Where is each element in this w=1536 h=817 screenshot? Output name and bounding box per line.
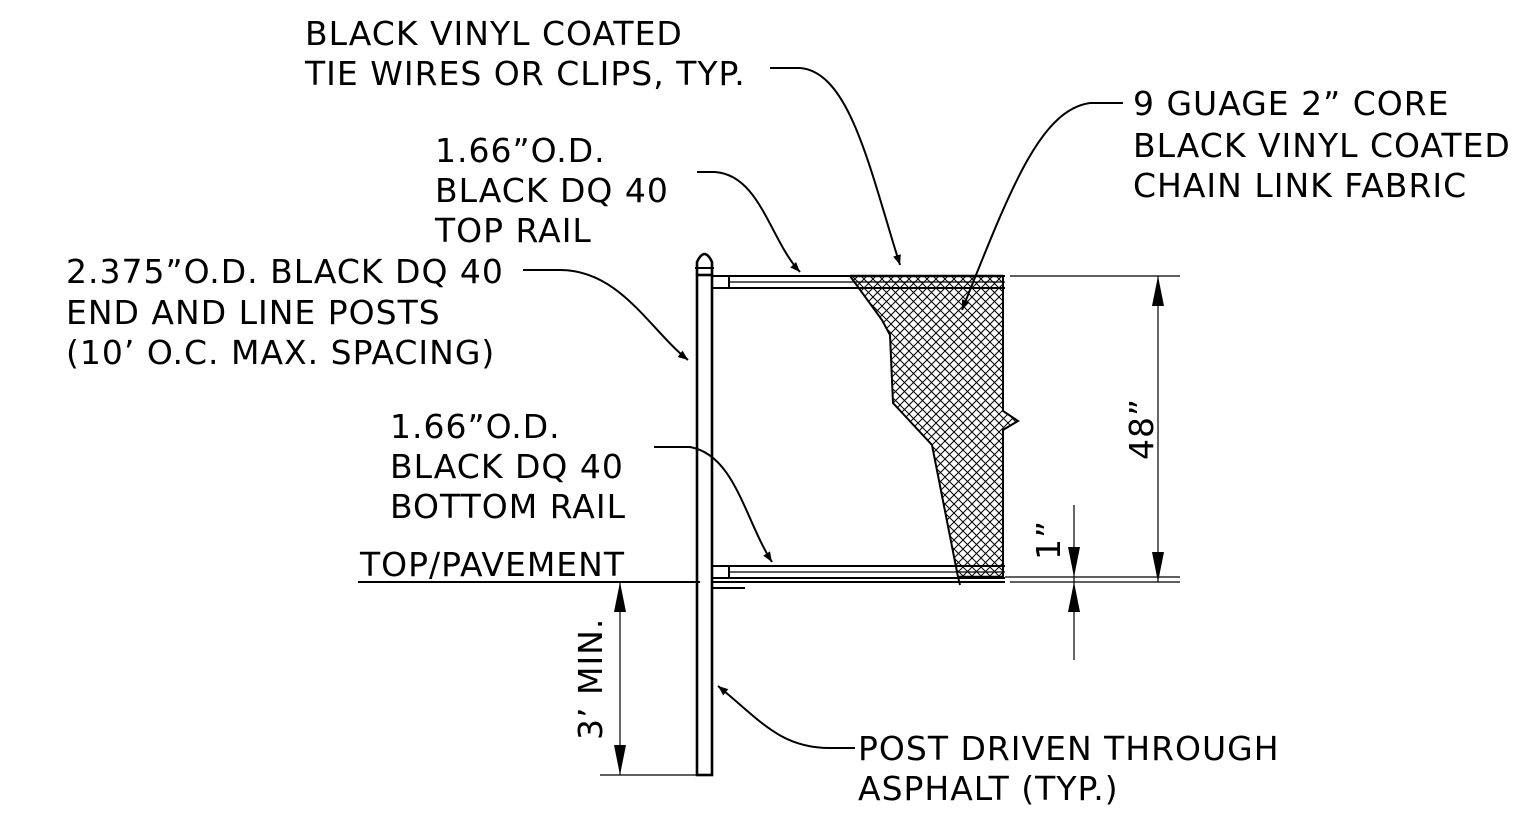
svg-text:BLACK VINYL COATED: BLACK VINYL COATED xyxy=(305,14,683,53)
dimension-1 xyxy=(1005,505,1180,660)
svg-text:CHAIN LINK FABRIC: CHAIN LINK FABRIC xyxy=(1133,166,1467,205)
label-top-rail: 1.66”O.D. BLACK DQ 40 TOP RAIL xyxy=(434,131,669,250)
label-post-driven: POST DRIVEN THROUGH ASPHALT (TYP.) xyxy=(858,729,1280,808)
dimension-3-min-label: 3’ MIN. xyxy=(571,618,610,740)
label-top-pavement: TOP/PAVEMENT xyxy=(359,545,625,584)
svg-text:BLACK VINYL COATED: BLACK VINYL COATED xyxy=(1133,126,1511,165)
dimension-48-label: 48” xyxy=(1122,398,1161,460)
svg-text:BOTTOM RAIL: BOTTOM RAIL xyxy=(390,487,626,526)
svg-text:ASPHALT (TYP.): ASPHALT (TYP.) xyxy=(858,769,1119,808)
label-posts: 2.375”O.D. BLACK DQ 40 END AND LINE POST… xyxy=(66,252,504,372)
chain-link-fabric xyxy=(848,275,1020,578)
dimension-1-label: 1” xyxy=(1029,520,1068,560)
svg-text:9 GUAGE 2” CORE: 9 GUAGE 2” CORE xyxy=(1133,84,1450,123)
label-bottom-rail: 1.66”O.D. BLACK DQ 40 BOTTOM RAIL xyxy=(390,407,626,526)
svg-text:POST DRIVEN THROUGH: POST DRIVEN THROUGH xyxy=(858,729,1280,768)
svg-text:BLACK DQ 40: BLACK DQ 40 xyxy=(390,447,624,486)
svg-text:(10’ O.C. MAX. SPACING): (10’ O.C. MAX. SPACING) xyxy=(66,333,495,372)
dimension-3-min xyxy=(600,582,697,776)
svg-text:BLACK DQ 40: BLACK DQ 40 xyxy=(435,171,669,210)
leaders xyxy=(523,67,1123,749)
label-fabric: 9 GUAGE 2” CORE BLACK VINYL COATED CHAIN… xyxy=(1133,84,1511,205)
svg-text:END AND LINE POSTS: END AND LINE POSTS xyxy=(66,293,441,332)
svg-text:1.66”O.D.: 1.66”O.D. xyxy=(390,407,561,446)
svg-text:2.375”O.D. BLACK DQ 40: 2.375”O.D. BLACK DQ 40 xyxy=(66,252,504,291)
svg-text:TOP RAIL: TOP RAIL xyxy=(434,211,592,250)
line-post xyxy=(695,252,730,777)
dimension-48 xyxy=(1010,275,1180,583)
label-tie-wires: BLACK VINYL COATED TIE WIRES OR CLIPS, T… xyxy=(304,14,746,93)
fence-structure xyxy=(358,252,1020,777)
svg-text:1.66”O.D.: 1.66”O.D. xyxy=(435,131,606,170)
svg-text:TIE WIRES OR CLIPS, TYP.: TIE WIRES OR CLIPS, TYP. xyxy=(304,54,746,93)
